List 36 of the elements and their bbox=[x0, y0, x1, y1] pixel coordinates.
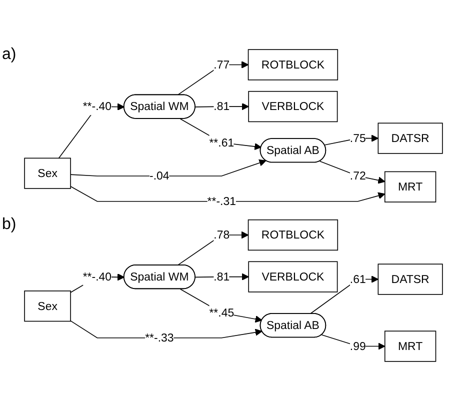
edge-label: .61 bbox=[350, 272, 366, 286]
node-box: Sex bbox=[24, 290, 71, 322]
node-box: DATSR bbox=[378, 122, 443, 154]
edge-label: .99 bbox=[350, 339, 366, 352]
edge-label: **.45 bbox=[209, 306, 234, 320]
node-box: MRT bbox=[384, 171, 436, 202]
node-box: MRT bbox=[384, 330, 436, 362]
arrow bbox=[319, 160, 386, 184]
node-box: Sex bbox=[24, 158, 71, 189]
edge-label: **-.31 bbox=[207, 194, 236, 208]
edge-label: .81 bbox=[214, 270, 230, 283]
node-box: DATSR bbox=[378, 264, 443, 295]
edge-label: .75 bbox=[350, 131, 366, 144]
arrow bbox=[195, 102, 249, 110]
edge-label: **-.40 bbox=[82, 270, 112, 283]
node-box: VERBLOCK bbox=[248, 90, 338, 122]
edge-label: .81 bbox=[214, 100, 230, 113]
edge-label: -.04 bbox=[150, 169, 170, 182]
arrow bbox=[177, 231, 249, 266]
edge-label: .72 bbox=[350, 169, 366, 182]
node-box: ROTBLOCK bbox=[248, 219, 338, 251]
edge-label: .78 bbox=[214, 228, 230, 242]
edge-label: **.61 bbox=[209, 136, 234, 149]
node-box: VERBLOCK bbox=[248, 261, 338, 292]
edge-label: **-.33 bbox=[145, 330, 174, 344]
arrow bbox=[324, 134, 378, 146]
arrow bbox=[180, 288, 262, 323]
panel-label: b) bbox=[2, 216, 16, 234]
edge-label: .77 bbox=[214, 58, 230, 71]
node-box: ROTBLOCK bbox=[248, 49, 338, 80]
arrow bbox=[70, 186, 386, 202]
arrow bbox=[70, 159, 266, 176]
panel-label: a) bbox=[2, 46, 16, 64]
edge-label: **-.40 bbox=[82, 100, 112, 113]
arrow bbox=[310, 276, 378, 314]
arrow bbox=[177, 61, 249, 96]
